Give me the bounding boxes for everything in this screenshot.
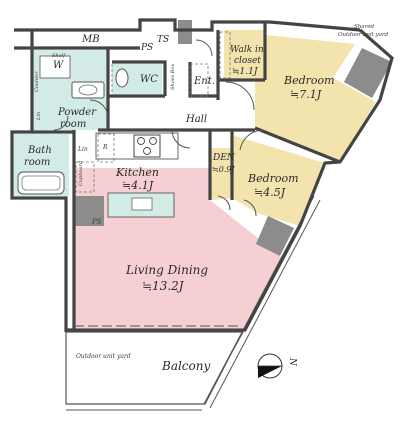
column-top-right	[344, 48, 392, 98]
stove	[133, 134, 161, 158]
label-bedroom2-size: ≒4.5J	[254, 186, 286, 199]
label-r: R	[102, 144, 108, 151]
label-ent: Ent.	[193, 76, 215, 87]
label-bath-room: Bath room	[24, 145, 55, 168]
label-cupboard: Cupboard	[78, 161, 84, 186]
label-bedroom1-size: ≒7.1J	[290, 88, 322, 101]
label-bath-room-line1: Bath	[27, 145, 52, 156]
outer-wall-left	[10, 30, 68, 332]
label-shoes-box: Shoes Box	[170, 64, 176, 90]
label-den-size: ≒0.9J	[212, 165, 235, 174]
label-shared-line1: Shared	[354, 24, 374, 30]
label-walk-in-closet-size: ≒1.1J	[232, 67, 259, 77]
label-mb: MB	[81, 34, 100, 45]
compass-north-label: N	[287, 357, 297, 367]
label-bedroom1: Bedroom	[283, 74, 335, 87]
label-lin-left: Lin	[36, 112, 42, 121]
label-walk-in-closet: Walk in closet	[230, 45, 267, 66]
den-floor	[210, 148, 232, 200]
burner-1	[137, 137, 145, 145]
label-bath-room-line2: room	[24, 157, 50, 168]
column-mid-right	[256, 216, 294, 256]
burner-3	[143, 147, 151, 155]
bedroom1-floor	[255, 35, 376, 160]
label-powder-room-line2: room	[60, 119, 86, 130]
column-left	[74, 196, 104, 226]
column-top	[178, 20, 192, 44]
bedroom2-floor	[232, 135, 325, 226]
label-ps-top: PS	[140, 43, 153, 53]
label-ps-kitchen: PS	[91, 218, 102, 226]
label-balcony: Balcony	[161, 359, 210, 373]
label-den: DEN	[212, 153, 236, 163]
label-counter: Counter	[34, 71, 40, 92]
label-outdoor-unit-yard: Outdoor unit yard	[76, 353, 131, 360]
washing-machine-area	[39, 55, 71, 79]
burner-2	[149, 137, 157, 145]
label-lin: Lin	[77, 146, 88, 153]
label-kitchen: Kitchen	[115, 166, 159, 179]
outer-wall-right	[66, 28, 394, 332]
label-powder-room: Powder room	[57, 107, 99, 130]
wash-basin	[71, 81, 105, 99]
label-shared-outdoor-unit-yard: Shared Outdoor unit yard	[338, 24, 389, 38]
label-walk-in-closet-line2: closet	[234, 56, 261, 66]
compass-arrow-icon	[258, 366, 282, 378]
label-kitchen-size: ≒4.1J	[122, 179, 154, 192]
label-shelf: Shelf	[52, 53, 66, 59]
toilet	[115, 68, 129, 88]
label-hall: Hall	[185, 114, 207, 125]
label-ts: TS	[157, 35, 169, 45]
walk-in-closet-floor	[224, 30, 265, 80]
balcony-area	[65, 331, 245, 405]
label-w: W	[53, 60, 64, 71]
compass: N	[257, 353, 297, 379]
label-shared-line2: Outdoor unit yard	[338, 32, 389, 38]
outer-wall-top	[14, 18, 361, 32]
label-living-dining-size: ≒13.2J	[142, 279, 185, 293]
label-wc: WC	[140, 74, 158, 85]
label-walk-in-closet-line1: Walk in	[230, 45, 264, 55]
label-bedroom2: Bedroom	[247, 172, 299, 185]
label-powder-room-line1: Powder	[57, 107, 97, 118]
bath-tub	[17, 171, 65, 195]
label-living-dining: Living Dining	[125, 263, 208, 277]
kitchen-sink	[131, 197, 153, 211]
